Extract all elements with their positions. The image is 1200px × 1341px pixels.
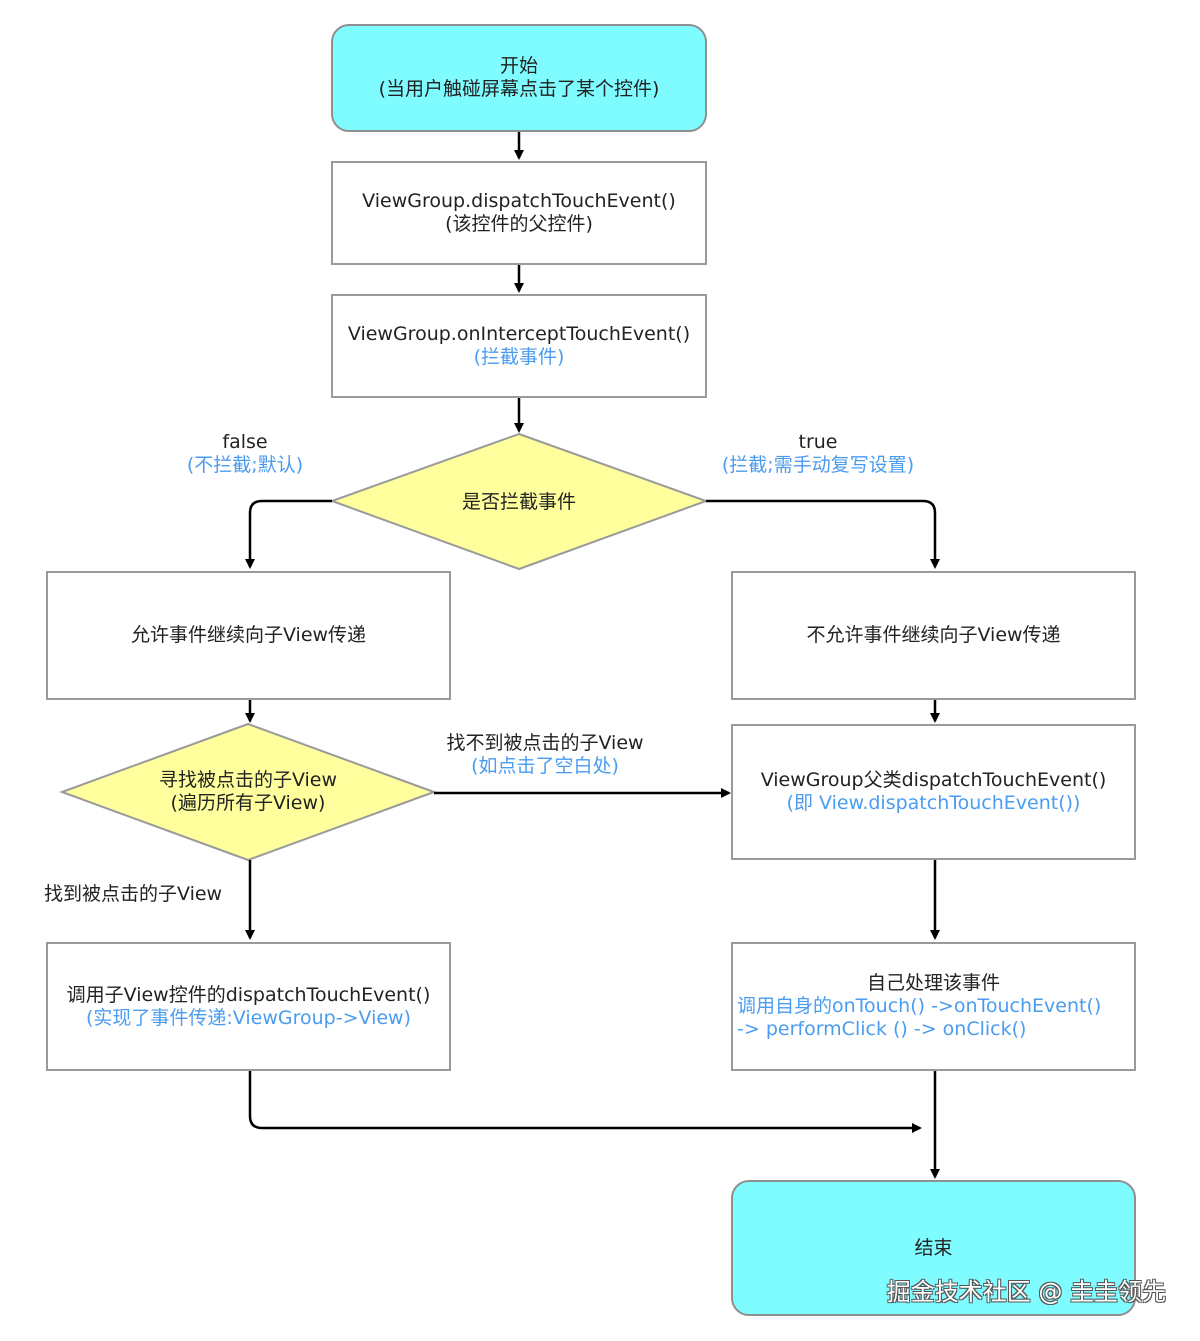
false-title: false [222,431,268,453]
decision-intercept-label: 是否拦截事件 [400,481,638,523]
call-child-title: 调用子View控件的dispatchTouchEvent() [66,983,431,1006]
true-subtitle: (拦截;需手动复写设置) [721,454,915,476]
allow-pass-node: 允许事件继续向子View传递 [46,571,451,700]
intercept-touch-event-node: ViewGroup.onInterceptTouchEvent() (拦截事件) [331,294,707,398]
not-found-title: 找不到被点击的子View [446,732,644,754]
found-text: 找到被点击的子View [44,883,223,905]
call-child-dispatch-node: 调用子View控件的dispatchTouchEvent() (实现了事件传递:… [46,942,451,1071]
dispatch-title: ViewGroup.dispatchTouchEvent() [362,190,676,212]
intercept-subtitle: (拦截事件) [473,346,565,368]
arrow-call-child-to-end [248,1071,922,1133]
watermark: 掘金技术社区 @ 圭圭领先 [886,1278,1166,1306]
start-node: 开始 (当用户触碰屏幕点击了某个控件) [331,24,707,132]
parent-dispatch-subtitle: (即 View.dispatchTouchEvent()) [786,792,1081,814]
parent-dispatch-node: ViewGroup父类dispatchTouchEvent() (即 View.… [731,724,1136,860]
start-subtitle: (当用户触碰屏幕点击了某个控件) [378,78,660,100]
self-handle-detail-1: 调用自身的onTouch() ->onTouchEvent() [737,995,1102,1017]
true-branch-label: true (拦截;需手动复写设置) [700,431,936,477]
true-title: true [798,431,838,453]
allow-text: 允许事件继续向子View传递 [130,624,367,646]
decision-find-child-label: 寻找被点击的子View (遍历所有子View) [130,768,366,816]
disallow-text: 不允许事件继续向子View传递 [806,624,1061,646]
start-title: 开始 [499,55,538,77]
self-handle-node: 自己处理该事件 调用自身的onTouch() ->onTouchEvent() … [731,942,1136,1071]
self-handle-detail-2: -> performClick () -> onClick() [737,1018,1027,1040]
decision-find-child-diamond [59,722,437,862]
intercept-title: ViewGroup.onInterceptTouchEvent() [347,323,691,345]
parent-dispatch-title: ViewGroup父类dispatchTouchEvent() [760,769,1107,791]
find-child-subtitle: (遍历所有子View) [170,792,326,814]
false-branch-label: false (不拦截;默认) [150,431,340,477]
arrow-decision-false [245,499,332,569]
end-text: 结束 [914,1236,953,1259]
end-node: 结束 [731,1180,1136,1316]
dispatch-subtitle: (该控件的父控件) [445,213,593,235]
false-subtitle: (不拦截;默认) [186,454,304,476]
dispatch-touch-event-node: ViewGroup.dispatchTouchEvent() (该控件的父控件) [331,161,707,265]
call-child-subtitle: (实现了事件传递:ViewGroup->View) [85,1006,412,1029]
arrow-decision-true [706,499,940,569]
decision-intercept-text: 是否拦截事件 [461,490,576,513]
not-found-label: 找不到被点击的子View (如点击了空白处) [430,732,660,778]
found-label: 找到被点击的子View [44,883,222,906]
disallow-pass-node: 不允许事件继续向子View传递 [731,571,1136,700]
not-found-subtitle: (如点击了空白处) [471,755,619,777]
find-child-title: 寻找被点击的子View [158,769,338,791]
self-handle-title: 自己处理该事件 [866,972,1000,994]
decision-intercept-diamond [329,432,709,571]
